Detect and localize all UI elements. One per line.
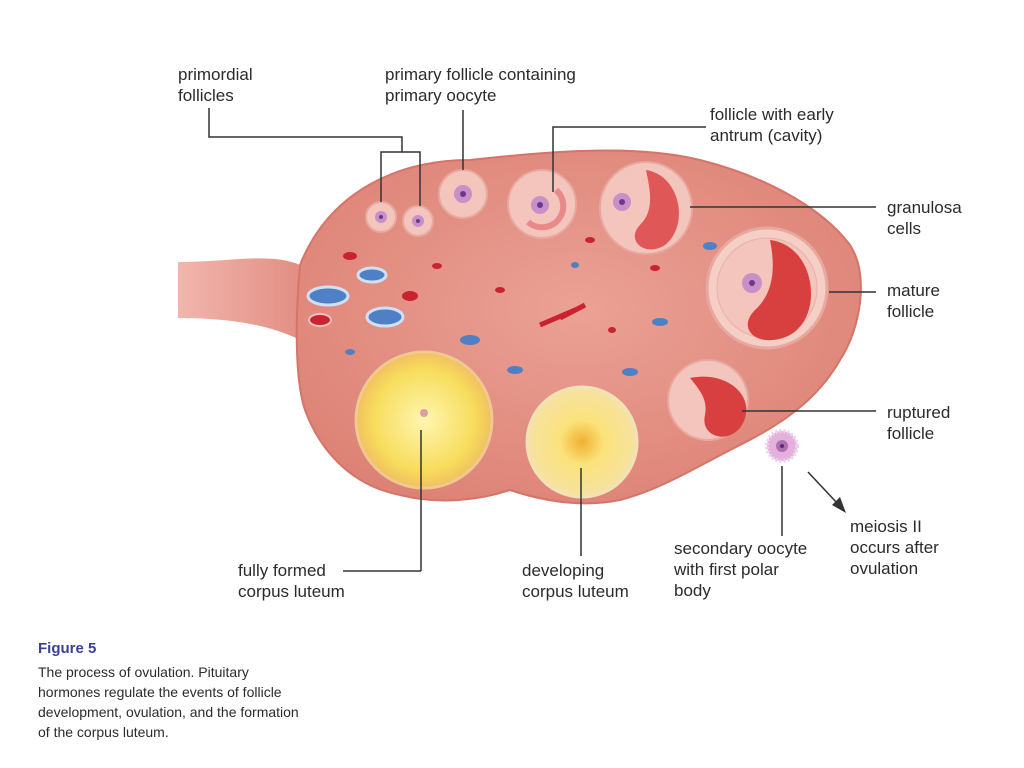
ovarian-ligament	[178, 258, 300, 340]
arrowhead	[832, 497, 846, 513]
primordial-follicles	[365, 201, 434, 237]
figure-caption: The process of ovulation. Pituitary horm…	[38, 664, 299, 740]
early-antrum-follicle	[507, 169, 577, 239]
label-ruptured-follicle: ruptured follicle	[887, 403, 951, 443]
label-primordial-follicles: primordial follicles	[178, 65, 253, 105]
label-fully-formed-corpus-luteum: fully formed corpus luteum	[238, 561, 345, 601]
granulosa-follicle	[599, 161, 693, 255]
leader-lines	[208, 108, 876, 572]
blood-vessels	[306, 237, 717, 376]
label-secondary-oocyte: secondary oocyte with first polar body	[674, 539, 808, 600]
label-developing-corpus-luteum: developing corpus luteum	[522, 561, 629, 601]
figure-title: Figure 5	[38, 640, 97, 657]
label-primary-follicle: primary follicle containing primary oocy…	[385, 65, 576, 105]
fully-formed-corpus-luteum	[354, 350, 494, 490]
primary-follicle	[438, 169, 488, 219]
label-early-antrum: follicle with early antrum (cavity)	[710, 105, 834, 145]
secondary-oocyte	[765, 429, 799, 463]
label-mature-follicle: mature follicle	[887, 281, 940, 321]
developing-corpus-luteum	[525, 385, 639, 499]
label-meiosis-ii: meiosis II occurs after ovulation	[850, 517, 939, 578]
mature-follicle	[705, 226, 829, 350]
label-granulosa-cells: granulosa cells	[887, 198, 962, 238]
ruptured-follicle	[667, 359, 749, 441]
